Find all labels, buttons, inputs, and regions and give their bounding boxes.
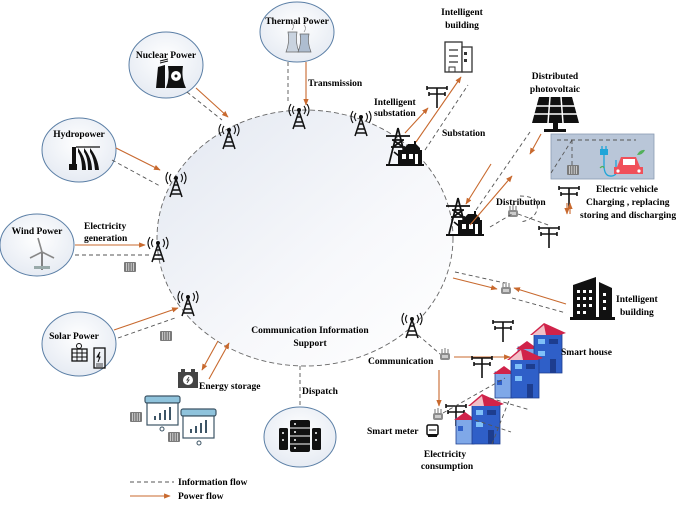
- utility-pole-icon: [492, 319, 514, 343]
- electric-vehicle-panel: [550, 133, 655, 180]
- generation-flows: [75, 62, 309, 339]
- skyscraper-icon: [570, 277, 615, 320]
- label-intelligent-substation-1: Intelligent: [374, 98, 417, 108]
- battery-icon: [167, 431, 181, 443]
- node-label-wind: Wind Power: [12, 227, 64, 237]
- intelligent-building-top: Intelligent building: [441, 8, 484, 73]
- node-wind-power: Wind Power: [0, 213, 75, 277]
- battery-icon: [159, 330, 173, 342]
- utility-pole-icon: [538, 225, 560, 249]
- power-flow-solar: [113, 307, 179, 331]
- wind-turbine-icon: [29, 237, 55, 270]
- power-flow-nuclear: [195, 87, 229, 118]
- battery-icon: [123, 261, 137, 273]
- label-intelligent-building-right-2: building: [620, 308, 654, 318]
- node-solar-power: Solar Power: [41, 311, 117, 377]
- label-ev-2: Charging , replacing: [586, 198, 670, 208]
- nuclear-plant-icon: [156, 58, 186, 88]
- label-substation: Substation: [442, 129, 486, 139]
- utility-pole-icon: [558, 185, 580, 209]
- node-dispatch: [263, 406, 337, 468]
- label-electricity-consumption-2: consumption: [421, 462, 474, 472]
- utility-pole-icon: [426, 85, 448, 109]
- distributed-photovoltaic: Distributed photovoltaic: [530, 72, 580, 132]
- electric-car-icon: [614, 149, 645, 174]
- label-distribution: Distribution: [496, 198, 546, 208]
- label-transmission: Transmission: [308, 79, 363, 89]
- storage-monitor-icons: [129, 395, 217, 446]
- smart-house-icon: [492, 347, 544, 399]
- label-ev-3: storing and discharging: [580, 211, 676, 221]
- router-icon: [500, 281, 512, 295]
- dashboard-icon: [144, 395, 181, 432]
- central-label-line1: Communication Information: [251, 326, 369, 336]
- label-intelligent-building-right-1: Intelligent: [616, 295, 659, 305]
- label-ev-1: Electric vehicle: [596, 185, 658, 195]
- label-electricity-generation-1: Electricity: [84, 222, 126, 232]
- label-electricity-generation-2: generation: [84, 234, 128, 244]
- node-label-thermal: Thermal Power: [265, 17, 329, 27]
- label-communication: Communication: [368, 357, 434, 367]
- utility-pole-icon: [471, 355, 493, 379]
- dam-icon: [69, 146, 100, 170]
- smart-house-icon: [453, 393, 505, 445]
- label-intelligent-building-top-1: Intelligent: [441, 8, 484, 18]
- label-distributed-pv-1: Distributed: [532, 72, 579, 82]
- label-smart-meter: Smart meter: [367, 427, 419, 437]
- cooling-tower-icon: [285, 22, 312, 53]
- label-electricity-consumption-1: Electricity: [424, 450, 466, 460]
- battery-icon: [566, 164, 580, 176]
- label-intelligent-substation-2: substation: [374, 109, 416, 119]
- smart-meter-icon: [426, 424, 439, 437]
- node-label-solar: Solar Power: [49, 332, 99, 342]
- router-icon: [439, 347, 451, 361]
- node-label-nuclear: Nuclear Power: [136, 51, 197, 61]
- node-hydropower: Hydropower: [41, 117, 117, 183]
- node-thermal-power: Thermal Power: [259, 1, 335, 63]
- server-rack-icon: [279, 420, 321, 452]
- router-icon: [432, 407, 444, 421]
- legend: Information flow Power flow: [130, 478, 248, 502]
- label-energy-storage: Energy storage: [199, 382, 260, 392]
- solar-panel-icon: [532, 96, 579, 132]
- solar-battery-icon: [71, 343, 106, 369]
- energy-storage-battery-icon: [178, 369, 198, 388]
- power-flow-hydro: [115, 147, 161, 171]
- central-label: Communication Information Support: [251, 326, 369, 349]
- legend-item-information: Information flow: [130, 478, 248, 488]
- node-nuclear-power: Nuclear Power: [128, 31, 204, 99]
- label-smart-house: Smart house: [561, 348, 612, 358]
- office-building-icon: [444, 41, 473, 73]
- legend-label-power: Power flow: [178, 492, 224, 502]
- battery-icon: [129, 411, 143, 423]
- legend-item-power: Power flow: [130, 492, 224, 502]
- ev-charger-icon: [599, 146, 618, 177]
- label-dispatch: Dispatch: [302, 387, 339, 397]
- node-label-hydro: Hydropower: [53, 130, 105, 140]
- label-intelligent-building-top-2: building: [445, 21, 479, 31]
- central-label-line2: Support: [293, 339, 327, 349]
- label-distributed-pv-2: photovoltaic: [530, 85, 580, 95]
- dashboard-icon: [180, 408, 217, 446]
- legend-label-information: Information flow: [178, 478, 248, 488]
